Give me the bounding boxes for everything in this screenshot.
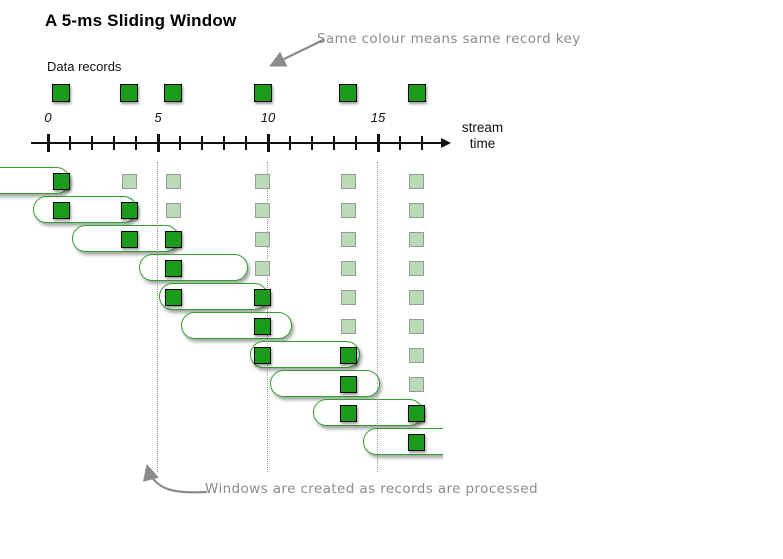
window-record-square (339, 347, 357, 364)
axis-label-line1: stream (461, 120, 504, 135)
upcoming-record-square (255, 232, 270, 247)
upcoming-record-square (255, 203, 270, 218)
same-colour-annotation: Same colour means same record key (317, 31, 581, 47)
window-record-square (164, 289, 182, 306)
upcoming-record-square (340, 203, 356, 218)
upcoming-record-square (165, 174, 181, 189)
window-boundary-guide-line (157, 162, 159, 472)
axis-major-tick (156, 134, 160, 152)
window-record-square (164, 231, 182, 248)
data-record-square (253, 84, 272, 102)
axis-minor-tick (311, 136, 313, 150)
upcoming-record-square (340, 261, 356, 276)
data-record-square (52, 84, 71, 102)
axis-minor-tick (135, 136, 137, 150)
sliding-window (139, 254, 249, 281)
axis-major-tick (376, 134, 380, 152)
window-boundary-guide-line (267, 162, 269, 472)
axis-tick-label: 10 (260, 110, 276, 125)
upcoming-record-square (409, 232, 424, 247)
axis-minor-tick (289, 136, 291, 150)
axis-minor-tick (223, 136, 225, 150)
upcoming-record-square (255, 174, 270, 189)
upcoming-record-square (409, 290, 424, 305)
sliding-window (181, 312, 293, 339)
stream-time-axis (31, 142, 443, 144)
axis-minor-tick (245, 136, 247, 150)
upcoming-record-square (340, 232, 356, 247)
axis-minor-tick (355, 136, 357, 150)
window-boundary-guide-line (377, 162, 379, 472)
window-record-square (52, 173, 70, 190)
data-record-square (407, 84, 426, 102)
upcoming-record-square (121, 174, 137, 189)
upcoming-record-square (409, 377, 424, 392)
window-clip (362, 428, 443, 462)
axis-label-line2: time (469, 135, 496, 151)
sliding-window (313, 399, 424, 426)
axis-minor-tick (69, 136, 71, 150)
upcoming-record-square (340, 174, 356, 189)
upcoming-record-square (409, 319, 424, 334)
axis-minor-tick (113, 136, 115, 150)
upcoming-record-square (340, 290, 356, 305)
upcoming-record-square (340, 319, 356, 334)
sliding-window (362, 428, 443, 455)
upcoming-record-square (165, 203, 181, 218)
upcoming-record-square (409, 203, 424, 218)
diagram-title: A 5-ms Sliding Window (45, 11, 237, 30)
data-records-label: Data records (47, 59, 122, 74)
axis-minor-tick (399, 136, 401, 150)
sliding-window (270, 370, 381, 397)
axis-minor-tick (201, 136, 203, 150)
axis-label: stream time (455, 120, 510, 151)
window-record-square (339, 405, 357, 422)
axis-tick-label: 15 (370, 110, 386, 125)
window-record-square (52, 202, 70, 219)
window-record-square (408, 405, 425, 422)
window-record-square (339, 376, 357, 393)
upcoming-record-square (409, 348, 424, 363)
upcoming-record-square (255, 261, 270, 276)
axis-minor-tick (179, 136, 181, 150)
axis-major-tick (46, 134, 50, 152)
window-record-square (164, 260, 182, 277)
upcoming-record-square (409, 261, 424, 276)
axis-arrowhead-icon (441, 137, 451, 148)
window-record-square (120, 231, 138, 248)
axis-tick-label: 5 (154, 110, 162, 125)
window-record-square (254, 318, 271, 335)
upcoming-record-square (409, 174, 424, 189)
data-record-square (120, 84, 139, 102)
window-record-square (254, 289, 271, 306)
sliding-window (32, 196, 138, 223)
window-record-square (408, 434, 425, 451)
axis-major-tick (266, 134, 270, 152)
axis-minor-tick (333, 136, 335, 150)
window-record-square (254, 347, 271, 364)
data-record-square (164, 84, 183, 102)
axis-tick-label: 0 (44, 110, 52, 125)
windows-created-annotation: Windows are created as records are proce… (205, 481, 538, 497)
axis-minor-tick (421, 136, 423, 150)
axis-minor-tick (91, 136, 93, 150)
data-record-square (339, 84, 358, 102)
window-record-square (120, 202, 138, 219)
